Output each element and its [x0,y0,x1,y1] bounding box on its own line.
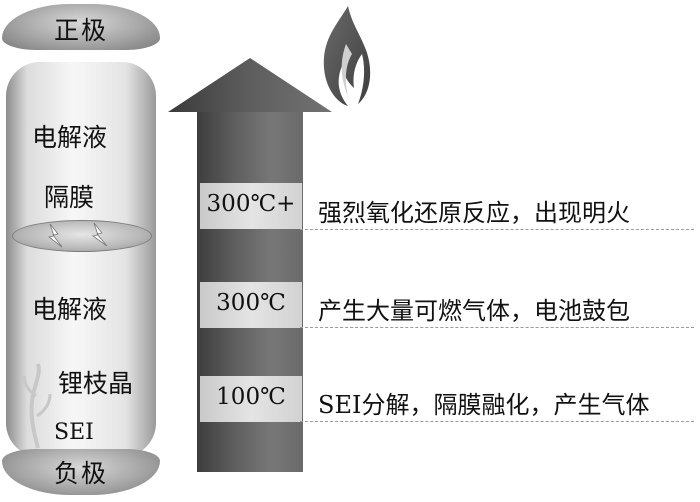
separator-disc [12,220,152,252]
stage-description: 强烈氧化还原反应，出现明火 [318,199,630,227]
temperature-label: 300℃+ [206,191,296,217]
temperature-label: 300℃ [216,290,286,316]
separator-label: 隔膜 [44,183,95,212]
temperature-badge-100: 100℃ [200,376,302,422]
electrolyte-upper-label: 电解液 [32,123,108,152]
dendrite-label: 锂枝晶 [58,369,134,398]
dotted-divider [300,327,694,328]
dotted-divider [300,229,694,230]
stage-description: 产生大量可燃气体，电池鼓包 [318,297,630,325]
temperature-label: 100℃ [216,384,286,410]
negative-electrode-cap: 负极 [2,449,160,495]
electrolyte-lower-label: 电解液 [32,295,108,324]
dotted-divider [300,421,694,422]
lightning-icon [48,222,108,248]
temperature-badge-300-plus: 300℃+ [200,183,302,229]
positive-electrode-cap: 正极 [2,4,160,50]
positive-electrode-label: 正极 [53,16,108,45]
stage-description: SEI分解，隔膜融化，产生气体 [318,391,650,419]
negative-electrode-label: 负极 [53,459,108,488]
arrow-up-icon [168,58,332,112]
temperature-badge-300: 300℃ [200,282,302,328]
sei-label: SEI [54,420,94,445]
dendrite-growth-icon [22,363,52,449]
flame-icon [323,6,371,106]
